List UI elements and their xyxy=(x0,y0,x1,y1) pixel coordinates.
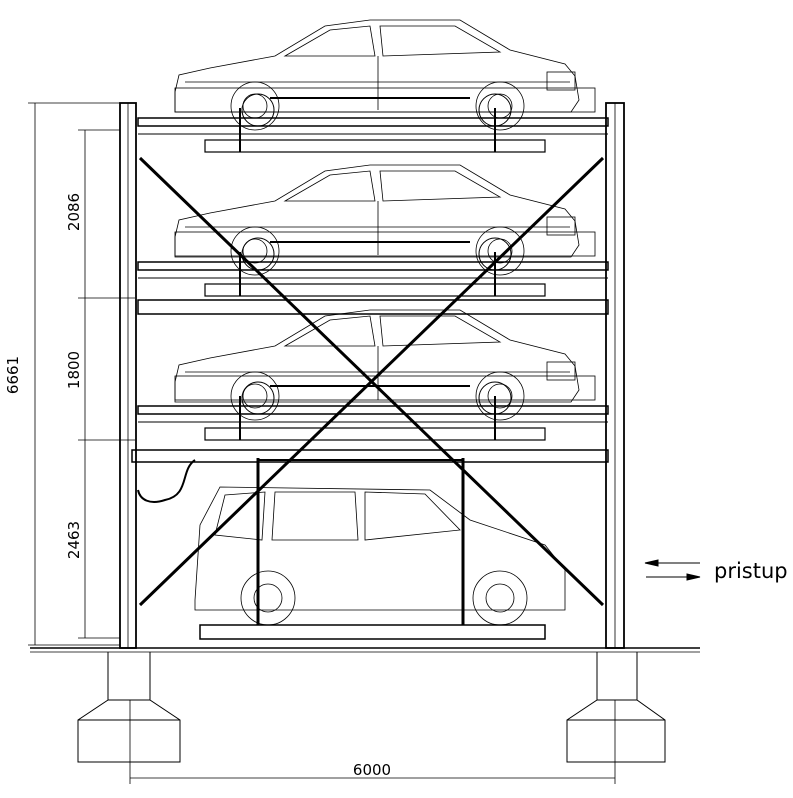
left-foundation xyxy=(77,652,181,763)
right-foundation xyxy=(566,652,666,763)
access-arrows xyxy=(644,559,701,581)
level-4-car xyxy=(137,19,609,153)
level-1-height-label: 2086 xyxy=(65,193,83,231)
level-2-height-label: 1800 xyxy=(65,351,83,389)
mid-frame xyxy=(137,299,609,315)
left-column xyxy=(119,102,137,649)
total-height-label: 6661 xyxy=(4,356,22,394)
dimension-lines xyxy=(28,102,616,784)
level-3-car xyxy=(137,164,609,297)
right-column xyxy=(605,102,625,649)
level-3-height-label: 2463 xyxy=(65,521,83,559)
cross-bracing xyxy=(138,156,605,607)
level-2-car xyxy=(137,309,609,441)
total-width-label: 6000 xyxy=(353,761,391,779)
ground-platform xyxy=(137,458,546,640)
ground-level-suv xyxy=(194,486,566,626)
access-label: pristup xyxy=(714,559,788,583)
